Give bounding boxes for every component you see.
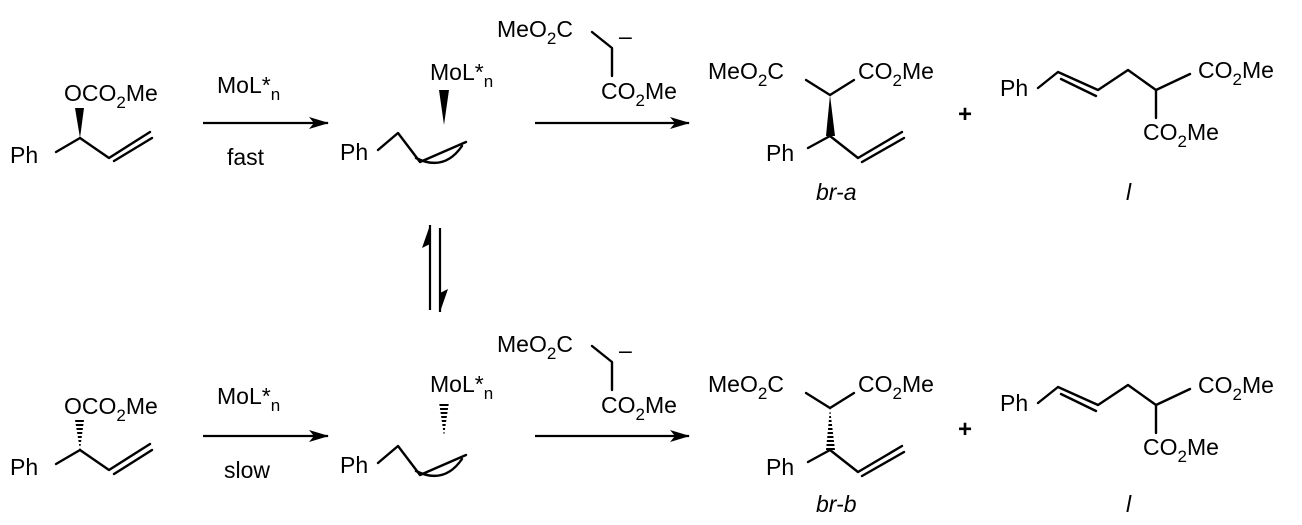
svg-text:Ph: Ph — [10, 454, 38, 480]
svg-text:MeO2C: MeO2C — [708, 371, 784, 403]
svg-text:MoL*n: MoL*n — [430, 371, 493, 403]
svg-text:Ph: Ph — [766, 454, 794, 480]
allyl-complex-bottom: MoL*n Ph — [340, 371, 493, 478]
svg-text:MeO2C: MeO2C — [497, 331, 573, 363]
svg-text:–: – — [619, 337, 632, 363]
product-linear-bottom: Ph CO2Me CO2Me l — [1000, 372, 1274, 517]
product-br-b: MeO2C CO2Me Ph br-b — [708, 371, 934, 517]
product-linear-top: Ph CO2Me CO2Me l — [1000, 57, 1274, 205]
allyl-complex-top: MoL*n Ph — [340, 59, 493, 165]
wedge-bond — [439, 90, 449, 125]
svg-text:MoL*n: MoL*n — [217, 383, 280, 415]
hash-bond — [439, 402, 449, 436]
svg-text:CO2Me: CO2Me — [858, 371, 934, 403]
svg-text:OCO2Me: OCO2Me — [64, 393, 158, 425]
product-br-a: MeO2C CO2Me Ph br-a — [708, 58, 934, 205]
svg-text:CO2Me: CO2Me — [1143, 119, 1219, 151]
svg-text:Ph: Ph — [340, 452, 368, 478]
plus-sign: + — [958, 416, 972, 443]
svg-text:slow: slow — [224, 457, 270, 483]
svg-text:br-a: br-a — [816, 179, 857, 205]
svg-text:Ph: Ph — [1000, 75, 1028, 101]
hash-bond — [75, 420, 84, 450]
svg-text:CO2Me: CO2Me — [1198, 372, 1274, 404]
svg-text:CO2Me: CO2Me — [1143, 434, 1219, 466]
svg-text:MoL*n: MoL*n — [430, 59, 493, 91]
substrate-bottom: OCO2Me Ph — [10, 393, 158, 480]
plus-sign: + — [958, 101, 972, 128]
arrow-fast: MoL*n fast — [203, 72, 329, 170]
svg-text:OCO2Me: OCO2Me — [64, 80, 158, 112]
svg-text:CO2Me: CO2Me — [601, 78, 677, 110]
svg-text:l: l — [1126, 179, 1132, 205]
svg-text:–: – — [619, 23, 632, 49]
svg-text:MeO2C: MeO2C — [497, 16, 573, 48]
svg-text:MoL*n: MoL*n — [217, 72, 280, 104]
arrow-slow: MoL*n slow — [203, 383, 329, 483]
svg-text:fast: fast — [227, 144, 265, 170]
svg-text:CO2Me: CO2Me — [1198, 57, 1274, 89]
malonate-top: MeO2C – CO2Me — [497, 16, 677, 110]
equilibrium-arrows — [422, 225, 448, 312]
svg-text:Ph: Ph — [766, 140, 794, 166]
svg-text:CO2Me: CO2Me — [601, 392, 677, 424]
svg-text:Ph: Ph — [1000, 390, 1028, 416]
svg-text:br-b: br-b — [816, 491, 857, 517]
svg-text:MeO2C: MeO2C — [708, 58, 784, 90]
malonate-bottom: MeO2C – CO2Me — [497, 331, 677, 424]
svg-text:Ph: Ph — [340, 139, 368, 165]
wedge-bond — [75, 108, 84, 138]
substrate-top: OCO2Me Ph — [10, 80, 158, 168]
hash-bond — [826, 408, 835, 450]
svg-text:Ph: Ph — [10, 142, 38, 168]
wedge-bond — [826, 95, 835, 136]
svg-text:l: l — [1126, 491, 1132, 517]
svg-text:CO2Me: CO2Me — [858, 58, 934, 90]
